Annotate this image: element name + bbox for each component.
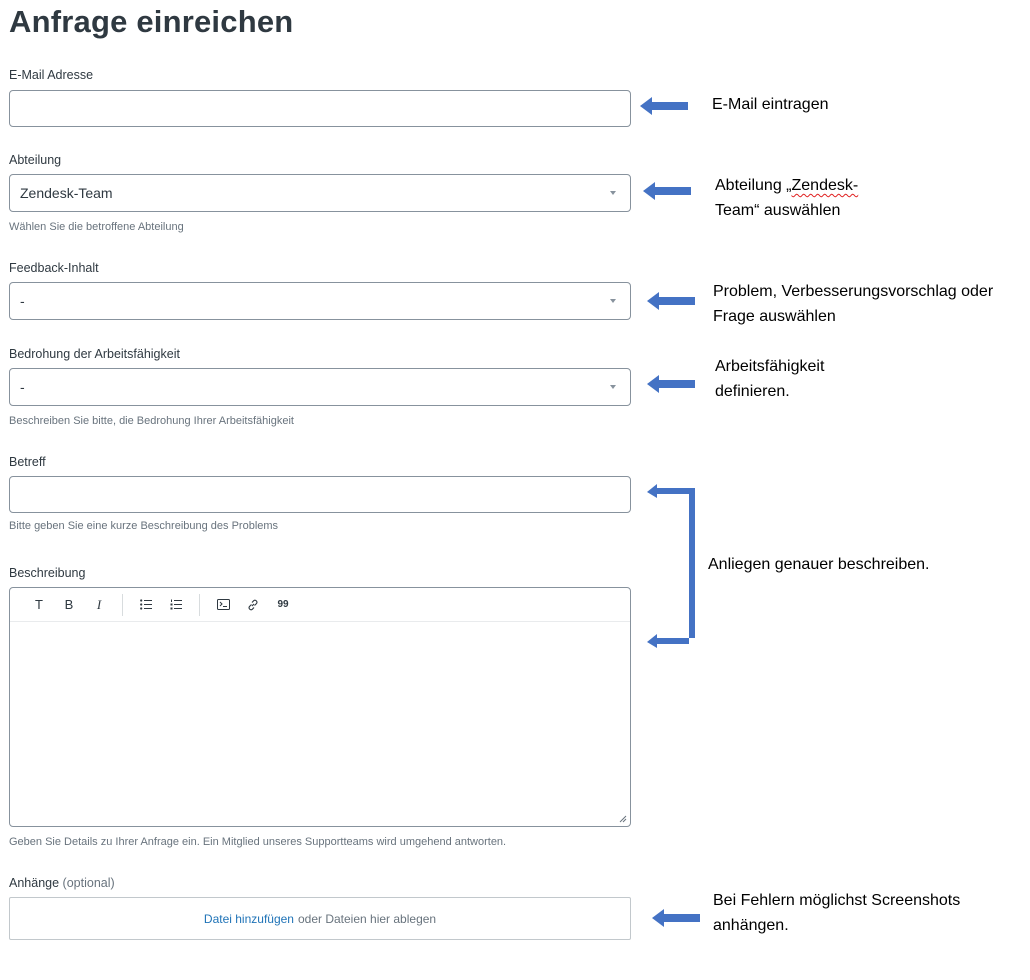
italic-icon: I bbox=[96, 596, 102, 612]
attachment-dropzone[interactable]: Datei hinzufügen oder Dateien hier ableg… bbox=[9, 897, 631, 940]
department-hint: Wählen Sie die betroffene Abteilung bbox=[9, 221, 184, 233]
threat-label: Bedrohung der Arbeitsfähigkeit bbox=[9, 347, 180, 361]
editor-toolbar: T B I bbox=[10, 588, 630, 622]
toolbar-divider bbox=[122, 593, 123, 616]
page-title: Anfrage einreichen bbox=[9, 4, 294, 39]
feedback-select[interactable]: - bbox=[9, 282, 631, 320]
bold-button[interactable]: B bbox=[54, 593, 84, 617]
description-label: Beschreibung bbox=[9, 566, 86, 580]
quote-icon: 99 bbox=[277, 599, 289, 610]
subject-hint: Bitte geben Sie eine kurze Beschreibung … bbox=[9, 520, 279, 532]
arrow-left-icon bbox=[640, 97, 688, 115]
annotation-attach-text: anhängen. bbox=[713, 917, 789, 934]
arrow-left-icon bbox=[647, 375, 695, 393]
annotation-department-text: Team“ auswählen bbox=[715, 202, 841, 219]
annotation-threat: Arbeitsfähigkeit definieren. bbox=[715, 354, 824, 404]
resize-handle-icon[interactable] bbox=[619, 815, 627, 823]
email-input[interactable] bbox=[9, 90, 631, 127]
numbered-list-button[interactable] bbox=[161, 593, 191, 617]
text-icon: T bbox=[35, 597, 43, 612]
bold-icon: B bbox=[64, 597, 74, 612]
subject-input[interactable] bbox=[9, 476, 631, 513]
feedback-value: - bbox=[20, 293, 25, 309]
arrow-left-icon bbox=[643, 182, 691, 200]
annotation-feedback-text: Problem, Verbesserungsvorschlag oder bbox=[713, 283, 994, 300]
toolbar-divider bbox=[199, 593, 200, 616]
annotation-threat-text: Arbeitsfähigkeit bbox=[715, 358, 825, 375]
attachments-label: Anhänge (optional) bbox=[9, 876, 115, 890]
arrow-left-icon bbox=[652, 909, 700, 927]
attachments-label-text: Anhänge bbox=[9, 876, 60, 890]
add-file-link[interactable]: Datei hinzufügen bbox=[203, 911, 294, 926]
annotation-feedback-text: Frage auswählen bbox=[713, 308, 836, 325]
annotation-attach: Bei Fehlern möglichst Screenshots anhäng… bbox=[713, 888, 960, 938]
italic-button[interactable]: I bbox=[84, 593, 114, 617]
threat-value: - bbox=[20, 379, 25, 395]
annotation-attach-text: Bei Fehlern möglichst Screenshots bbox=[713, 892, 961, 909]
department-label: Abteilung bbox=[9, 153, 62, 167]
arrow-left-icon bbox=[647, 292, 695, 310]
link-icon bbox=[248, 599, 258, 610]
quote-button[interactable]: 99 bbox=[268, 593, 298, 617]
email-label: E-Mail Adresse bbox=[9, 68, 94, 82]
annotation-threat-text: definieren. bbox=[715, 383, 790, 400]
spellcheck-word: Zendesk- bbox=[791, 177, 859, 194]
subject-label: Betreff bbox=[9, 455, 46, 469]
bulleted-list-button[interactable] bbox=[131, 593, 161, 617]
code-block-icon bbox=[216, 599, 230, 610]
optional-tag: (optional) bbox=[62, 876, 115, 890]
department-value: Zendesk-Team bbox=[20, 185, 113, 201]
bulleted-list-icon bbox=[140, 599, 152, 610]
bracket-arrow-icon bbox=[647, 484, 695, 648]
description-editor[interactable]: T B I bbox=[9, 587, 631, 827]
threat-select[interactable]: - bbox=[9, 368, 631, 406]
annotation-email: E-Mail eintragen bbox=[712, 96, 829, 113]
link-button[interactable] bbox=[238, 593, 268, 617]
threat-hint: Beschreiben Sie bitte, die Bedrohung Ihr… bbox=[9, 415, 294, 427]
text-format-button[interactable]: T bbox=[24, 593, 54, 617]
code-block-button[interactable] bbox=[208, 593, 238, 617]
description-hint: Geben Sie Details zu Ihrer Anfrage ein. … bbox=[9, 836, 507, 848]
annotation-department-text: Abteilung „ bbox=[715, 177, 792, 194]
chevron-down-icon bbox=[610, 385, 616, 389]
annotation-department: Abteilung „Zendesk- Team“ auswählen bbox=[715, 173, 858, 223]
chevron-down-icon bbox=[610, 191, 616, 195]
annotation-describe: Anliegen genauer beschreiben. bbox=[708, 556, 930, 573]
department-select[interactable]: Zendesk-Team bbox=[9, 174, 631, 212]
chevron-down-icon bbox=[610, 299, 616, 303]
feedback-label: Feedback-Inhalt bbox=[9, 261, 99, 275]
drop-text: oder Dateien hier ablegen bbox=[297, 911, 437, 926]
numbered-list-icon bbox=[170, 599, 182, 610]
annotation-feedback: Problem, Verbesserungsvorschlag oder Fra… bbox=[713, 279, 993, 329]
